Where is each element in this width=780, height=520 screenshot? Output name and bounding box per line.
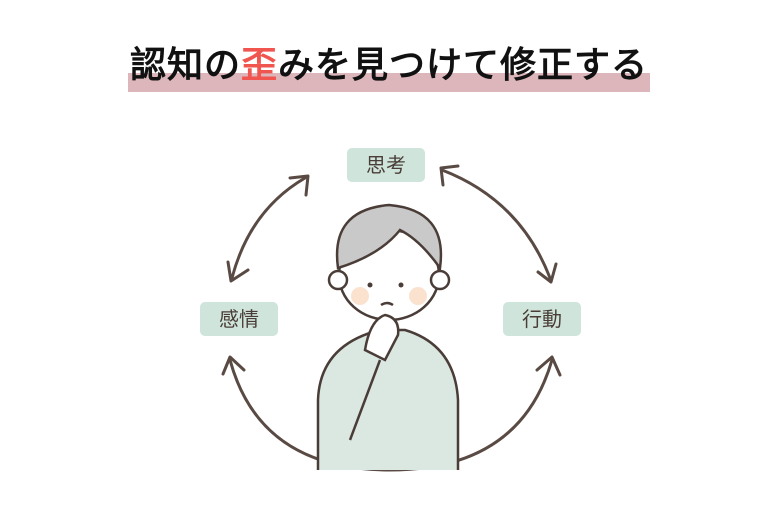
arrow-emotion-thought [230, 176, 307, 280]
page-title: 認知の歪みを見つけて修正する [128, 40, 650, 92]
title-block: 認知の歪みを見つけて修正する [128, 40, 650, 92]
arrowhead [536, 262, 558, 284]
arrowhead [221, 355, 246, 376]
label-action: 行動 [503, 302, 581, 336]
title-highlight [128, 73, 650, 92]
arrowhead [226, 260, 250, 283]
label-thought: 思考 [347, 148, 425, 182]
title-text-before: 認知の [129, 45, 241, 86]
hand [363, 313, 400, 362]
arrowhead [535, 355, 562, 377]
title-text-after: みを見つけて修正する [278, 45, 649, 86]
arrowhead [288, 174, 310, 197]
person-illustration [316, 203, 460, 470]
arrowhead [439, 164, 460, 187]
hair [335, 203, 443, 272]
arm [348, 359, 382, 441]
label-emotion: 感情 [200, 302, 278, 336]
arrow-thought-action [440, 168, 552, 280]
title-accent: 歪 [240, 45, 278, 86]
